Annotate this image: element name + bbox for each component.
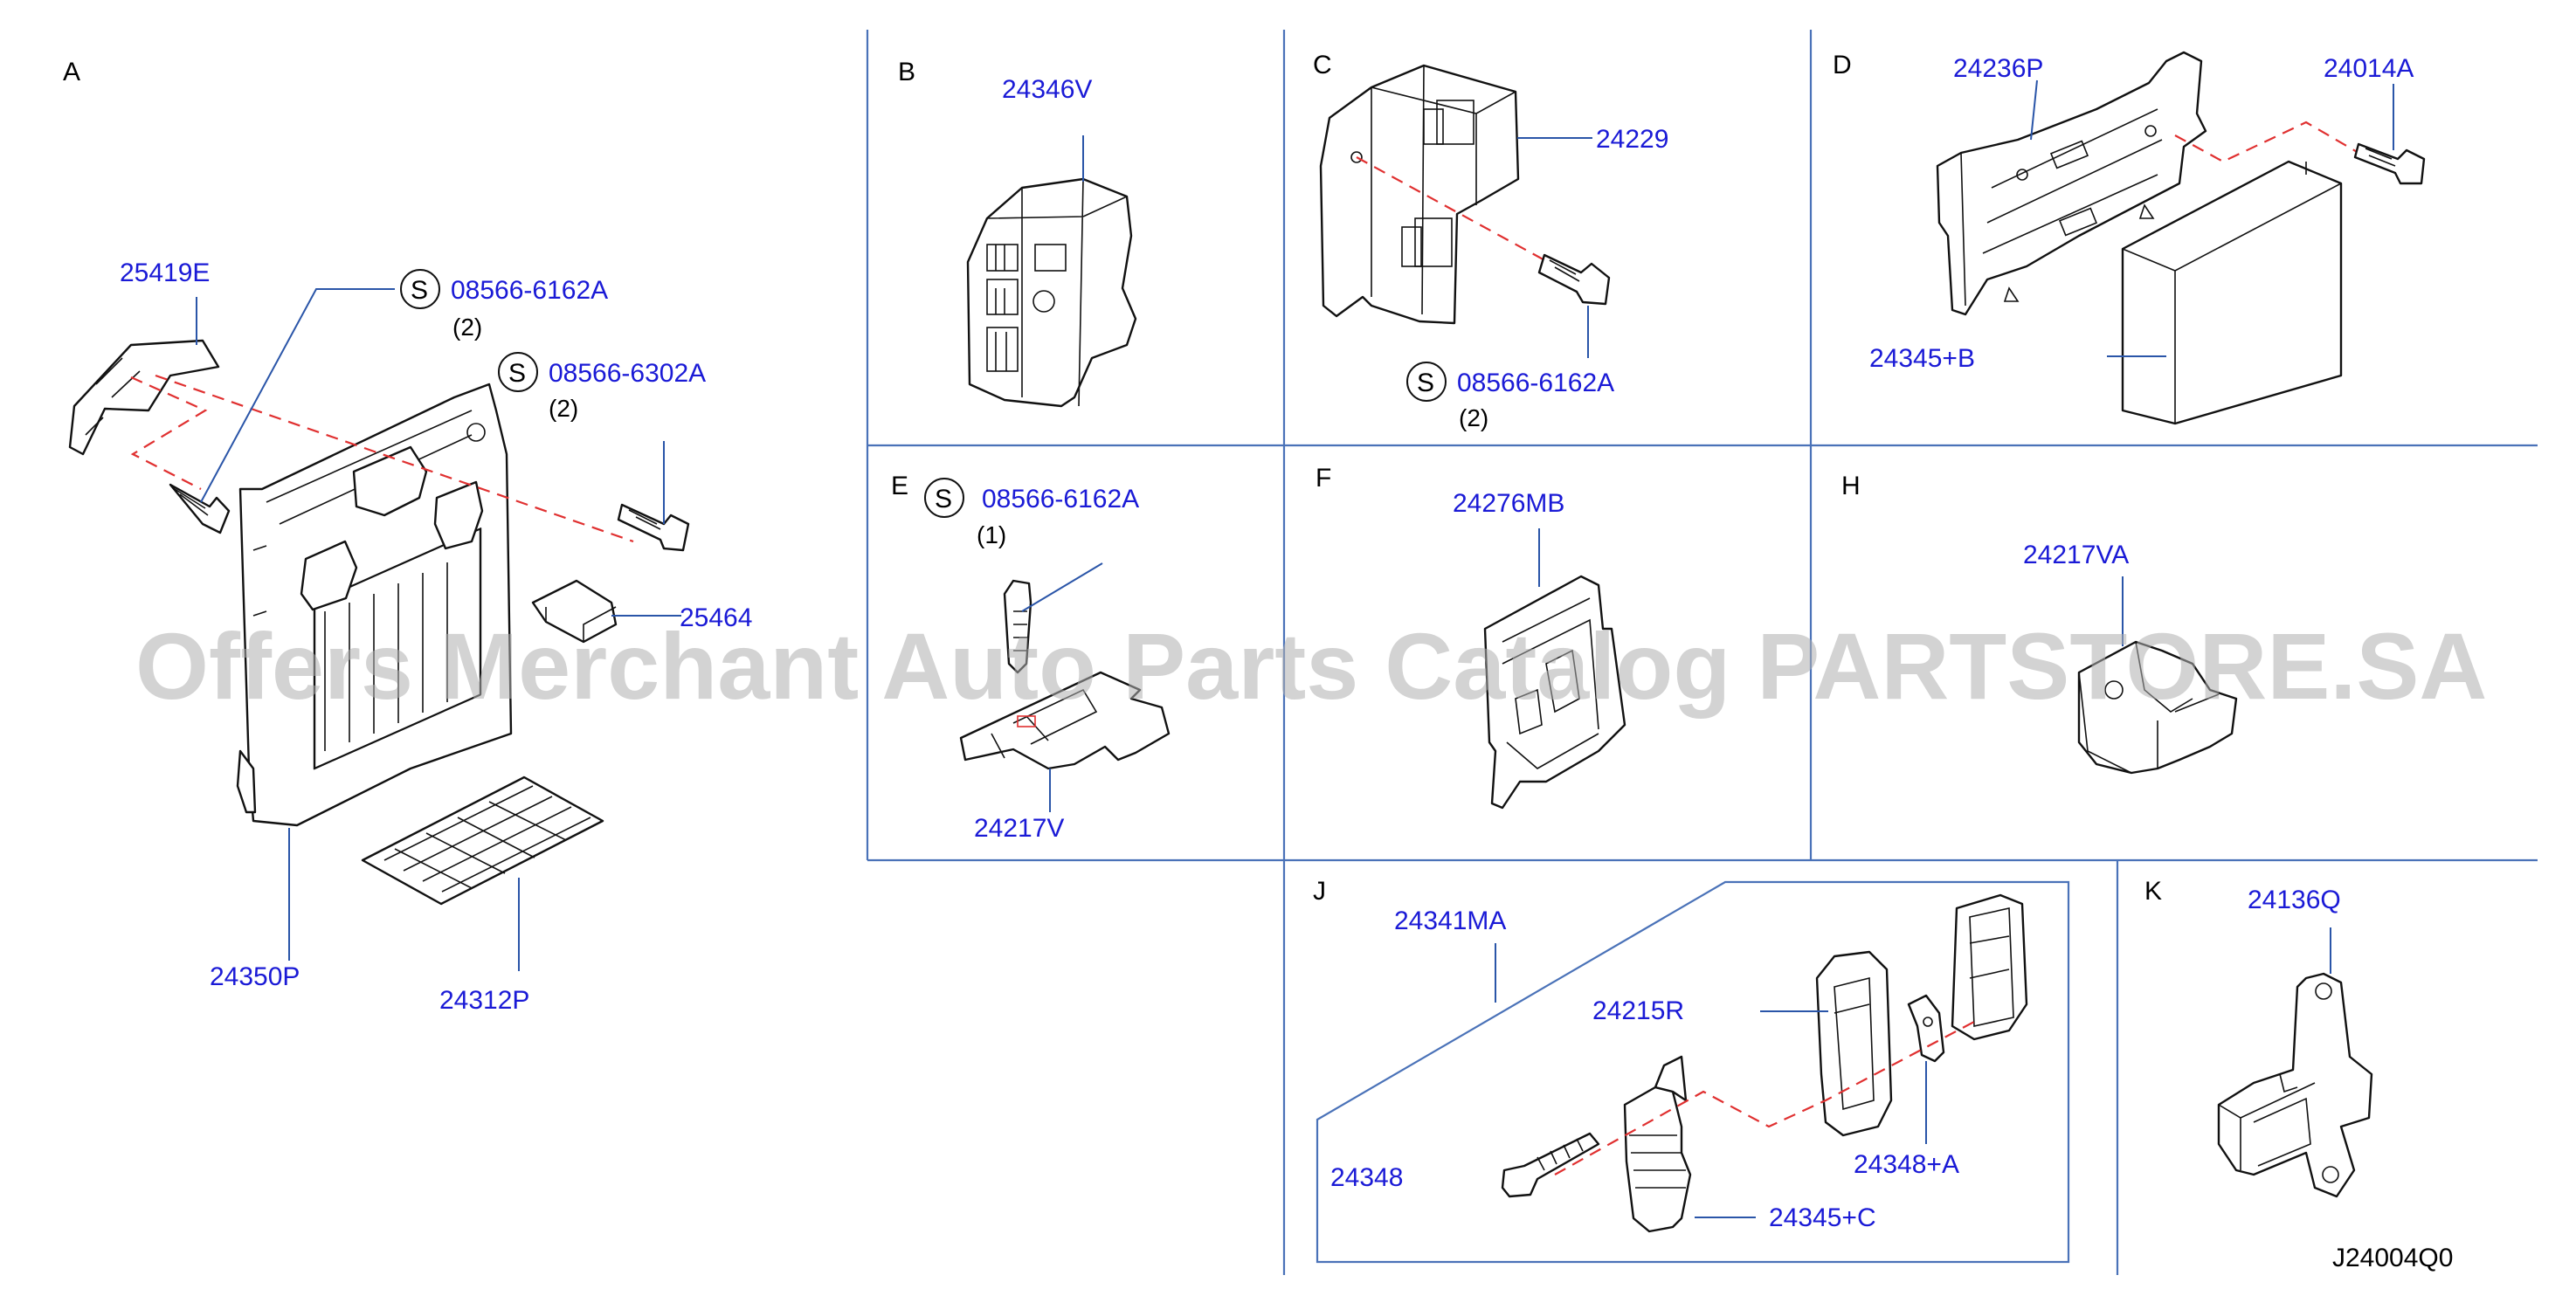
section-labels: A B C D E F H J K bbox=[63, 51, 2162, 906]
section-label-e: E bbox=[891, 472, 908, 500]
part-label-24350p: 24350P bbox=[210, 962, 300, 991]
section-label-h: H bbox=[1841, 472, 1861, 500]
s-marker-e1: S bbox=[935, 485, 952, 514]
s-marker-a1: S bbox=[411, 276, 428, 305]
part-label-25419e: 25419E bbox=[120, 259, 210, 287]
watermark-text: Offers Merchant Auto Parts Catalog PARTS… bbox=[135, 613, 2487, 719]
cover-24312p-drawing bbox=[361, 776, 604, 906]
part-label-24215r: 24215R bbox=[1592, 996, 1684, 1025]
part-label-25464: 25464 bbox=[680, 603, 752, 632]
part-label-24346v: 24346V bbox=[1002, 75, 1092, 104]
part-label-24348: 24348 bbox=[1330, 1163, 1403, 1192]
bolt-24348-drawing bbox=[1501, 1132, 1600, 1198]
part-label-24229: 24229 bbox=[1596, 125, 1668, 154]
bracket-24217va-drawing bbox=[2077, 640, 2238, 775]
screw-c-drawing bbox=[1537, 253, 1611, 306]
part-label-24345c: 24345+C bbox=[1769, 1203, 1876, 1232]
part-label-24217va: 24217VA bbox=[2023, 541, 2129, 569]
part-label-08566-6302a: 08566-6302A bbox=[549, 359, 706, 388]
screw-a-right-drawing bbox=[617, 503, 690, 552]
bracket-24348a-drawing bbox=[1907, 994, 1945, 1063]
part-label-24341ma: 24341MA bbox=[1394, 907, 1506, 935]
section-label-d: D bbox=[1833, 51, 1852, 79]
diagram-code: J24004Q0 bbox=[2332, 1244, 2453, 1272]
part-label-24217v: 24217V bbox=[974, 814, 1064, 843]
part-label-08566-6162a-a: 08566-6162A bbox=[451, 276, 608, 305]
connector-j-drawing bbox=[1951, 893, 2028, 1041]
clip-24345c-drawing bbox=[1623, 1086, 1692, 1233]
qty-a1: (2) bbox=[452, 314, 482, 341]
section-j: 24341MA 24215R 24348 24348+A 24345+C bbox=[1316, 880, 2070, 1264]
section-j-frame bbox=[1316, 880, 2070, 1264]
section-label-c: C bbox=[1313, 51, 1332, 79]
section-label-k: K bbox=[2144, 877, 2162, 906]
part-label-24345b: 24345+B bbox=[1869, 344, 1975, 373]
bracket-25419e-drawing bbox=[68, 339, 220, 456]
section-label-j: J bbox=[1313, 877, 1326, 906]
section-k: 24136Q bbox=[2217, 886, 2373, 1198]
qty-e1: (1) bbox=[977, 521, 1006, 548]
section-f: 24276MB bbox=[1453, 489, 1626, 810]
bracket-24229-drawing bbox=[1319, 64, 1520, 325]
part-label-08566-6162a-e: 08566-6162A bbox=[982, 485, 1139, 514]
part-label-24014a: 24014A bbox=[2324, 54, 2414, 83]
section-label-b: B bbox=[898, 58, 915, 86]
part-label-24276mb: 24276MB bbox=[1453, 489, 1564, 518]
part-label-24136q: 24136Q bbox=[2248, 886, 2341, 914]
s-marker-c1: S bbox=[1417, 369, 1434, 397]
section-b: 24346V bbox=[966, 75, 1137, 408]
section-h: 24217VA bbox=[2023, 541, 2238, 775]
section-grid bbox=[866, 30, 2538, 1275]
qty-c1: (2) bbox=[1459, 404, 1488, 431]
bracket-24276mb-drawing bbox=[1483, 575, 1626, 810]
qty-a2: (2) bbox=[549, 395, 578, 422]
part-label-08566-6162a-c: 08566-6162A bbox=[1457, 369, 1614, 397]
part-label-24236p: 24236P bbox=[1953, 54, 2043, 83]
part-label-24312p: 24312P bbox=[439, 986, 529, 1015]
bracket-24217v-drawing bbox=[959, 671, 1171, 770]
holder-24215r-drawing bbox=[1815, 950, 1893, 1137]
section-a: S S 25419E 08566-6162A (2) 08566-6302A (… bbox=[68, 259, 752, 1015]
section-label-a: A bbox=[63, 58, 80, 86]
section-e: S 08566-6162A (1) 24217V bbox=[924, 478, 1171, 843]
bolt-e-drawing bbox=[1003, 579, 1032, 674]
part-label-24348a: 24348+A bbox=[1854, 1150, 1959, 1179]
s-marker-a2: S bbox=[508, 359, 526, 388]
connector-24346v-drawing bbox=[966, 177, 1137, 408]
section-label-f: F bbox=[1316, 464, 1331, 493]
section-c: S 24229 08566-6162A (2) bbox=[1319, 64, 1668, 431]
bracket-24136q-drawing bbox=[2217, 972, 2373, 1198]
section-d: 24236P 24014A 24345+B bbox=[1869, 51, 2426, 425]
module-24345b-drawing bbox=[2121, 160, 2343, 425]
